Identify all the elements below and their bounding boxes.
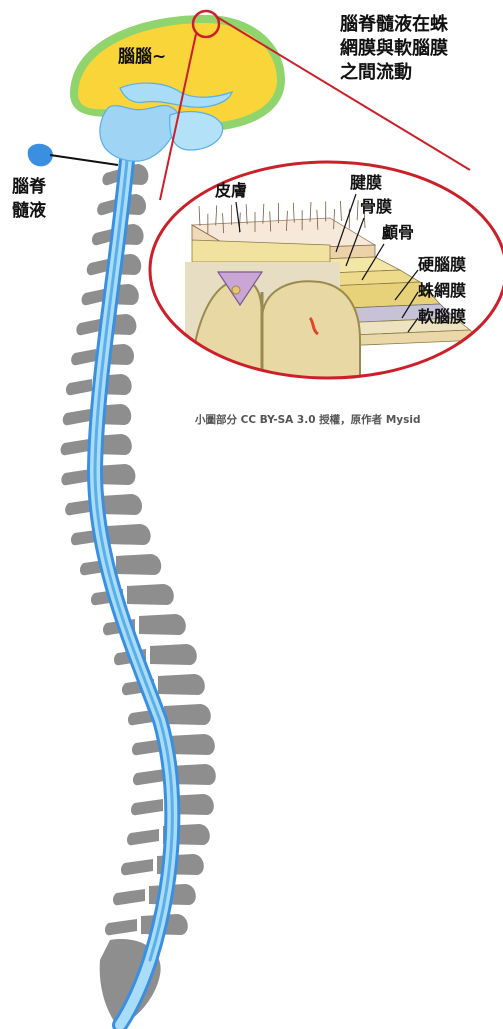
vertebra [100,494,142,515]
label-pia: 軟腦膜 [418,307,466,326]
brainstem-csf [100,106,178,162]
spinous-process [61,469,91,485]
spinous-process [87,259,108,275]
gyrus-right [262,281,360,400]
vertebra [158,674,205,695]
note-line3: 之間流動 [340,61,412,83]
spinous-process [76,319,100,335]
vertebra [127,584,174,605]
vertebra [139,614,186,635]
csf-pointer-line [50,155,118,165]
spinous-process [105,919,137,935]
spinous-process [133,769,165,785]
vertebra [107,524,151,545]
label-tendon: 腱膜 [350,173,382,192]
label-skull: 顱骨 [381,223,414,242]
spinous-process [113,889,145,905]
label-skin: 皮膚 [214,181,247,200]
spinous-process [131,799,163,815]
brain-label: 腦腦~ [118,46,166,67]
csf-label-line1: 腦脊 [12,176,47,197]
label-dura: 硬腦膜 [418,255,466,274]
csf-blob-icon [28,144,53,167]
brain [70,15,285,161]
csf-label-line2: 髓液 [12,200,46,221]
note-line2: 網膜與軟腦膜 [340,37,448,59]
vertebra [150,644,197,665]
vertebra [164,704,211,725]
spinous-process [121,859,153,875]
spinous-process [61,439,89,455]
image-credit: 小圖部分 CC BY-SA 3.0 授權，原作者 Mysid [194,413,420,426]
spinous-process [71,349,96,365]
spinous-process [66,379,92,395]
spinous-process [82,289,104,305]
spinous-process [127,829,159,845]
label-arachnoid: 蛛網膜 [418,281,466,300]
note-line1: 腦脊髓液在蛛 [340,13,449,35]
label-bone: 骨膜 [360,197,392,216]
arachnoid-granulation [232,286,240,294]
spinous-process [63,409,90,425]
vertebra [116,554,161,575]
spinous-process [92,229,112,245]
